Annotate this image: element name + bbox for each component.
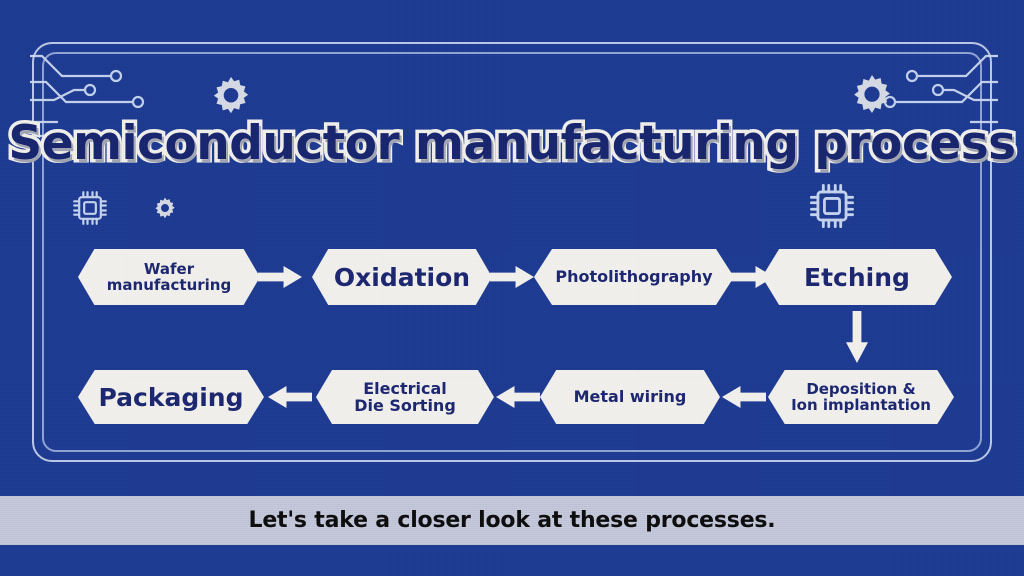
caption-text: Let's take a closer look at these proces… [248, 508, 776, 533]
flow-node-oxidation[interactable]: Oxidation [312, 249, 492, 305]
flow-node-label-line2: manufacturing [106, 276, 232, 294]
caption-bar: Let's take a closer look at these proces… [0, 496, 1024, 545]
arrow-left-icon [496, 386, 540, 408]
cpu-chip-icon [810, 184, 854, 228]
flow-node-metal-wiring[interactable]: Metal wiring [540, 370, 720, 424]
flow-node-label-line1: Wafer [143, 259, 195, 278]
arrow-right-icon [258, 266, 302, 288]
flow-node-deposition-ion-implantation[interactable]: Deposition & Ion implantation [768, 370, 954, 424]
flow-node-label-line1: Electrical [363, 378, 447, 398]
cpu-chip-icon [73, 191, 107, 225]
circuit-traces-top-right-icon [883, 54, 998, 138]
arrow-left-icon [268, 386, 312, 408]
flow-node-label-line1: Photolithography [555, 267, 713, 287]
frame-inner-border [42, 52, 982, 452]
arrow-down-icon [846, 311, 868, 363]
flow-node-photolithography[interactable]: Photolithography [534, 249, 734, 305]
flow-node-etching[interactable]: Etching [762, 249, 952, 305]
flow-node-label-line1: Oxidation [333, 262, 471, 292]
flow-node-label-line1: Etching [804, 262, 910, 292]
arrow-right-icon [490, 266, 534, 288]
circuit-traces-top-left-icon [30, 54, 145, 138]
flow-node-electrical-die-sorting[interactable]: Electrical Die Sorting [316, 370, 494, 424]
gear-icon-small [155, 197, 175, 219]
frame-outer-border [32, 42, 992, 462]
gear-icon [213, 76, 249, 114]
flow-node-wafer-manufacturing[interactable]: Wafer manufacturing [78, 249, 260, 305]
flow-node-label-line1: Metal wiring [573, 387, 687, 407]
flow-node-label-line1: Packaging [98, 382, 244, 412]
flow-node-label-line2: Die Sorting [354, 396, 456, 415]
flow-node-packaging[interactable]: Packaging [78, 370, 264, 424]
page-title: Semiconductor manufacturing process [5, 113, 1020, 175]
gear-icon [854, 75, 890, 113]
arrow-left-icon [722, 386, 766, 408]
flow-node-label-line1: Deposition & [806, 379, 916, 398]
flow-node-label-line2: Ion implantation [791, 396, 931, 414]
